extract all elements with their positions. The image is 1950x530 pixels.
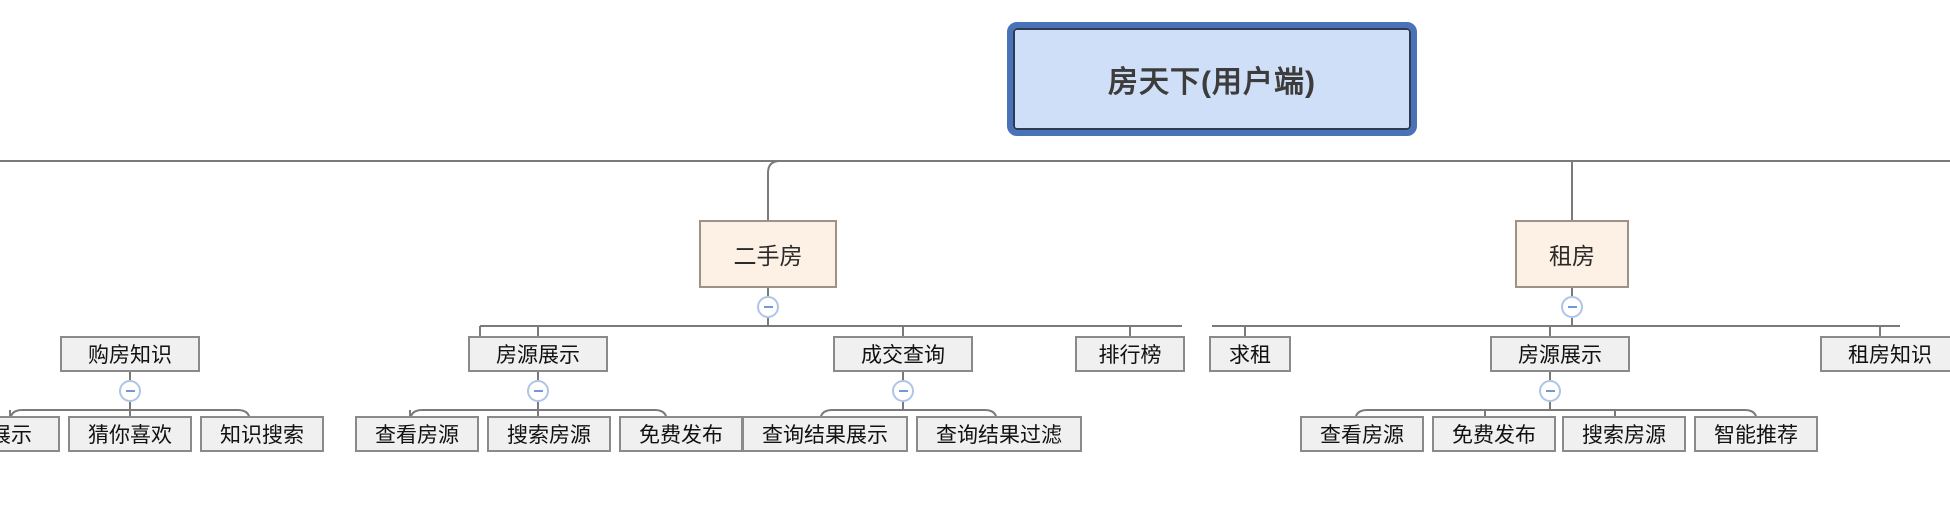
minus-icon	[125, 390, 135, 392]
minus-icon	[533, 390, 543, 392]
node-label: 知识搜索	[220, 424, 304, 447]
node-gfzs-child-0[interactable]: 展示	[0, 416, 60, 452]
node-gfzs-child-1[interactable]: 猜你喜欢	[68, 416, 192, 452]
collapse-toggle-esf-fangyuanzhanshi[interactable]	[527, 380, 549, 402]
node-esf-fyzs-child-1[interactable]: 搜索房源	[487, 416, 611, 452]
minus-icon	[898, 390, 908, 392]
category-node-label: 租房	[1549, 243, 1595, 269]
minus-icon	[1567, 306, 1577, 308]
node-label: 搜索房源	[507, 424, 591, 447]
node-zu-fyzs-child-3[interactable]: 智能推荐	[1694, 416, 1818, 452]
node-zu-fyzs-child-0[interactable]: 查看房源	[1300, 416, 1424, 452]
category-node-ershoufang[interactable]: 二手房	[699, 220, 837, 288]
root-node-label: 房天下(用户端)	[1108, 66, 1316, 99]
node-cjcx-child-0[interactable]: 查询结果展示	[742, 416, 908, 452]
root-node[interactable]: 房天下(用户端)	[1007, 22, 1417, 136]
node-label: 免费发布	[639, 424, 723, 447]
node-label: 查询结果展示	[762, 424, 888, 447]
node-label: 房源展示	[496, 344, 580, 367]
node-qiuzu[interactable]: 求租	[1209, 336, 1291, 372]
collapse-toggle-chengjiaochaxun[interactable]	[892, 380, 914, 402]
collapse-toggle-zufang[interactable]	[1561, 296, 1583, 318]
node-goufangzhishi[interactable]: 购房知识	[60, 336, 200, 372]
node-chengjiaochaxun[interactable]: 成交查询	[833, 336, 973, 372]
node-label: 购房知识	[88, 344, 172, 367]
node-zu-fyzs-child-2[interactable]: 搜索房源	[1562, 416, 1686, 452]
node-label: 成交查询	[861, 344, 945, 367]
minus-icon	[1545, 390, 1555, 392]
node-label: 展示	[0, 424, 32, 447]
node-label: 排行榜	[1098, 344, 1162, 367]
node-label: 查看房源	[1320, 424, 1404, 447]
collapse-toggle-ershoufang[interactable]	[757, 296, 779, 318]
node-esf-fyzs-child-2[interactable]: 免费发布	[619, 416, 743, 452]
node-esf-fyzs-child-0[interactable]: 查看房源	[355, 416, 479, 452]
collapse-toggle-goufangzhishi[interactable]	[119, 380, 141, 402]
node-zufangzhishi[interactable]: 租房知识	[1820, 336, 1950, 372]
node-label: 房源展示	[1518, 344, 1602, 367]
category-node-label: 二手房	[733, 243, 803, 269]
node-label: 求租	[1229, 344, 1271, 367]
node-esf-fangyuanzhanshi[interactable]: 房源展示	[468, 336, 608, 372]
node-label: 查询结果过滤	[936, 424, 1062, 447]
node-zu-fangyuanzhanshi[interactable]: 房源展示	[1490, 336, 1630, 372]
node-label: 租房知识	[1848, 344, 1932, 367]
node-zu-fyzs-child-1[interactable]: 免费发布	[1432, 416, 1556, 452]
category-node-zufang[interactable]: 租房	[1515, 220, 1629, 288]
node-label: 免费发布	[1452, 424, 1536, 447]
node-cjcx-child-1[interactable]: 查询结果过滤	[916, 416, 1082, 452]
node-label: 搜索房源	[1582, 424, 1666, 447]
node-label: 查看房源	[375, 424, 459, 447]
minus-icon	[763, 306, 773, 308]
node-label: 智能推荐	[1714, 424, 1798, 447]
collapse-toggle-zu-fangyuanzhanshi[interactable]	[1539, 380, 1561, 402]
node-paihangbang[interactable]: 排行榜	[1075, 336, 1185, 372]
node-gfzs-child-2[interactable]: 知识搜索	[200, 416, 324, 452]
node-label: 猜你喜欢	[88, 424, 172, 447]
